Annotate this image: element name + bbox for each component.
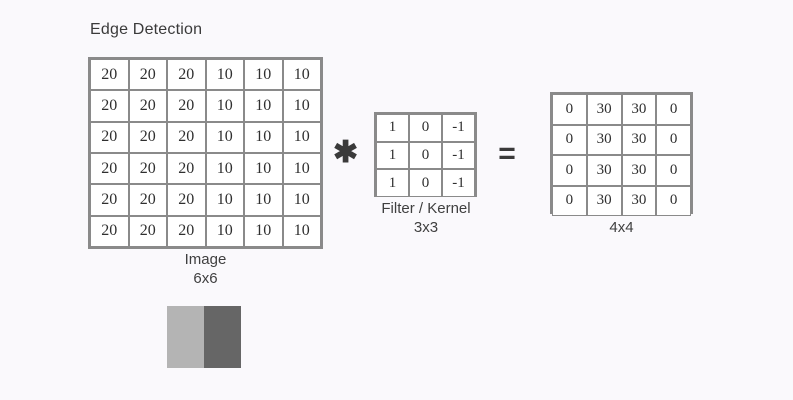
image-caption-line2: 6x6	[193, 269, 218, 287]
image-matrix-cell: 20	[167, 184, 206, 216]
page-title: Edge Detection	[90, 21, 203, 38]
image-matrix-cell: 10	[244, 121, 283, 153]
result-matrix-cell: 30	[621, 185, 657, 216]
image-matrix-cell: 20	[167, 59, 206, 91]
image-matrix-cell: 10	[282, 184, 321, 216]
result-matrix-cell: 0	[552, 94, 587, 125]
image-matrix-caption: Image 6x6	[88, 251, 323, 289]
image-matrix-cell: 10	[244, 184, 283, 216]
image-matrix-cell: 10	[282, 215, 321, 247]
edge-swatch-dark-half	[204, 306, 241, 368]
result-matrix-cell: 0	[552, 155, 587, 186]
image-matrix-cell: 10	[244, 152, 283, 185]
result-matrix-cell: 30	[586, 94, 622, 125]
filter-matrix-cell: 1	[376, 141, 409, 170]
image-matrix-cell: 20	[167, 152, 206, 185]
image-matrix-cell: 20	[167, 215, 206, 247]
image-matrix-cell: 10	[244, 59, 283, 91]
convolution-operator-icon: ✱	[333, 136, 359, 169]
image-matrix-cell: 10	[205, 90, 244, 122]
result-caption-line2: 4x4	[609, 219, 634, 236]
image-matrix-cell: 10	[282, 121, 321, 153]
result-matrix-cell: 30	[586, 124, 622, 155]
result-matrix-cell: 30	[621, 155, 657, 186]
image-matrix-cell: 10	[205, 184, 244, 216]
filter-matrix-cell: 1	[376, 114, 409, 142]
result-matrix-cell: 0	[552, 124, 587, 155]
result-matrix-cell: 0	[656, 185, 691, 216]
edge-swatch	[167, 306, 241, 368]
edge-swatch-light-half	[167, 306, 204, 368]
result-matrix-cell: 30	[586, 185, 622, 216]
result-matrix-cell: 0	[656, 155, 691, 186]
filter-matrix-cell: -1	[442, 114, 475, 142]
image-matrix-cell: 10	[205, 152, 244, 185]
image-matrix-cell: 10	[282, 152, 321, 185]
filter-caption-line2: 3x3	[413, 218, 439, 236]
result-matrix-cell: 0	[656, 124, 691, 155]
filter-matrix-cell: 1	[376, 169, 409, 197]
image-matrix-cell: 10	[244, 215, 283, 247]
image-matrix-cell: 20	[90, 152, 129, 185]
result-matrix-cell: 30	[621, 124, 657, 155]
result-matrix-cell: 0	[656, 94, 691, 125]
filter-matrix-cell: -1	[442, 141, 475, 170]
filter-matrix-caption: Filter / Kernel 3x3	[350, 200, 502, 238]
image-matrix-cell: 10	[205, 215, 244, 247]
image-matrix-cell: 20	[167, 121, 206, 153]
image-matrix-cell: 20	[90, 215, 129, 247]
image-matrix-cell: 10	[282, 90, 321, 122]
image-matrix-cell: 20	[167, 90, 206, 122]
filter-matrix-cell: 0	[409, 114, 442, 142]
result-matrix-cell: 0	[552, 185, 587, 216]
image-matrix-cell: 20	[128, 215, 167, 247]
image-matrix-cell: 10	[282, 59, 321, 91]
image-matrix-cell: 10	[244, 90, 283, 122]
image-matrix-cell: 20	[128, 90, 167, 122]
filter-matrix-cell: 0	[409, 169, 442, 197]
image-matrix-cell: 20	[128, 184, 167, 216]
image-matrix-cell: 10	[205, 59, 244, 91]
image-matrix-cell: 20	[128, 121, 167, 153]
result-matrix-cell: 30	[621, 94, 657, 125]
filter-caption-line1: Filter / Kernel	[381, 200, 471, 217]
image-matrix-cell: 10	[205, 121, 244, 153]
result-matrix-cell: 30	[586, 155, 622, 186]
image-matrix-cell: 20	[128, 152, 167, 185]
image-matrix-cell: 20	[90, 90, 129, 122]
image-matrix-cell: 20	[90, 121, 129, 153]
image-matrix-cell: 20	[128, 59, 167, 91]
filter-matrix-cell: 0	[409, 141, 442, 170]
image-matrix-cell: 20	[90, 184, 129, 216]
equals-operator-icon: =	[498, 137, 516, 170]
result-matrix-caption: 4x4	[550, 219, 693, 238]
filter-matrix-cell: -1	[442, 169, 475, 197]
image-caption-line1: Image	[184, 251, 227, 268]
image-matrix-cell: 20	[90, 59, 129, 91]
